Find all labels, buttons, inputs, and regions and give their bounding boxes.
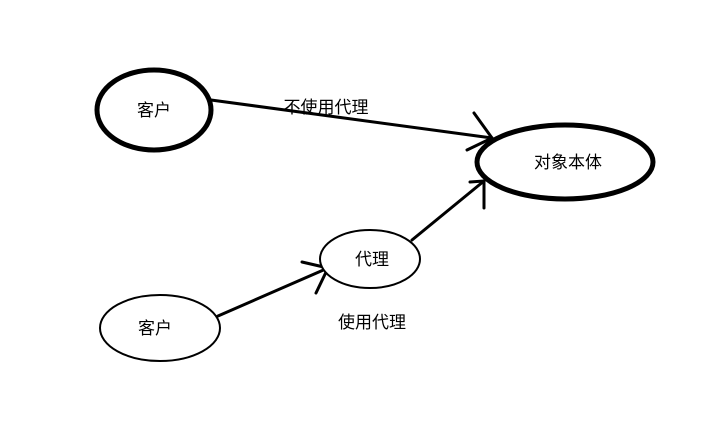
- edge-direct-arrowhead-lower: [465, 136, 494, 152]
- node-target-shape: [474, 122, 656, 202]
- edge-direct: [209, 98, 494, 152]
- edge-client-to-proxy-line: [216, 266, 330, 318]
- node-client-top: 客户: [94, 67, 214, 153]
- node-client-bottom: 客户: [99, 294, 221, 362]
- node-client-top-shape: [94, 67, 214, 153]
- edge-proxy-to-target-arrowhead-left: [468, 179, 486, 184]
- node-proxy: 代理: [319, 229, 421, 289]
- node-client-top-label: 客户: [137, 101, 171, 121]
- node-proxy-label: 代理: [355, 250, 389, 270]
- node-proxy-shape: [319, 229, 421, 289]
- edge-proxy-to-target: [410, 179, 486, 242]
- edge-direct-label: 不使用代理: [284, 97, 369, 118]
- node-target: 对象本体: [474, 122, 656, 202]
- node-client-bottom-label: 客户: [138, 319, 172, 339]
- edge-direct-arrowhead-upper: [472, 111, 494, 140]
- edge-direct-line: [209, 98, 494, 140]
- edge-via-proxy-label: 使用代理: [338, 312, 406, 333]
- edge-proxy-to-target-line: [410, 179, 486, 242]
- node-target-label: 对象本体: [534, 153, 602, 173]
- node-client-bottom-shape: [99, 294, 221, 362]
